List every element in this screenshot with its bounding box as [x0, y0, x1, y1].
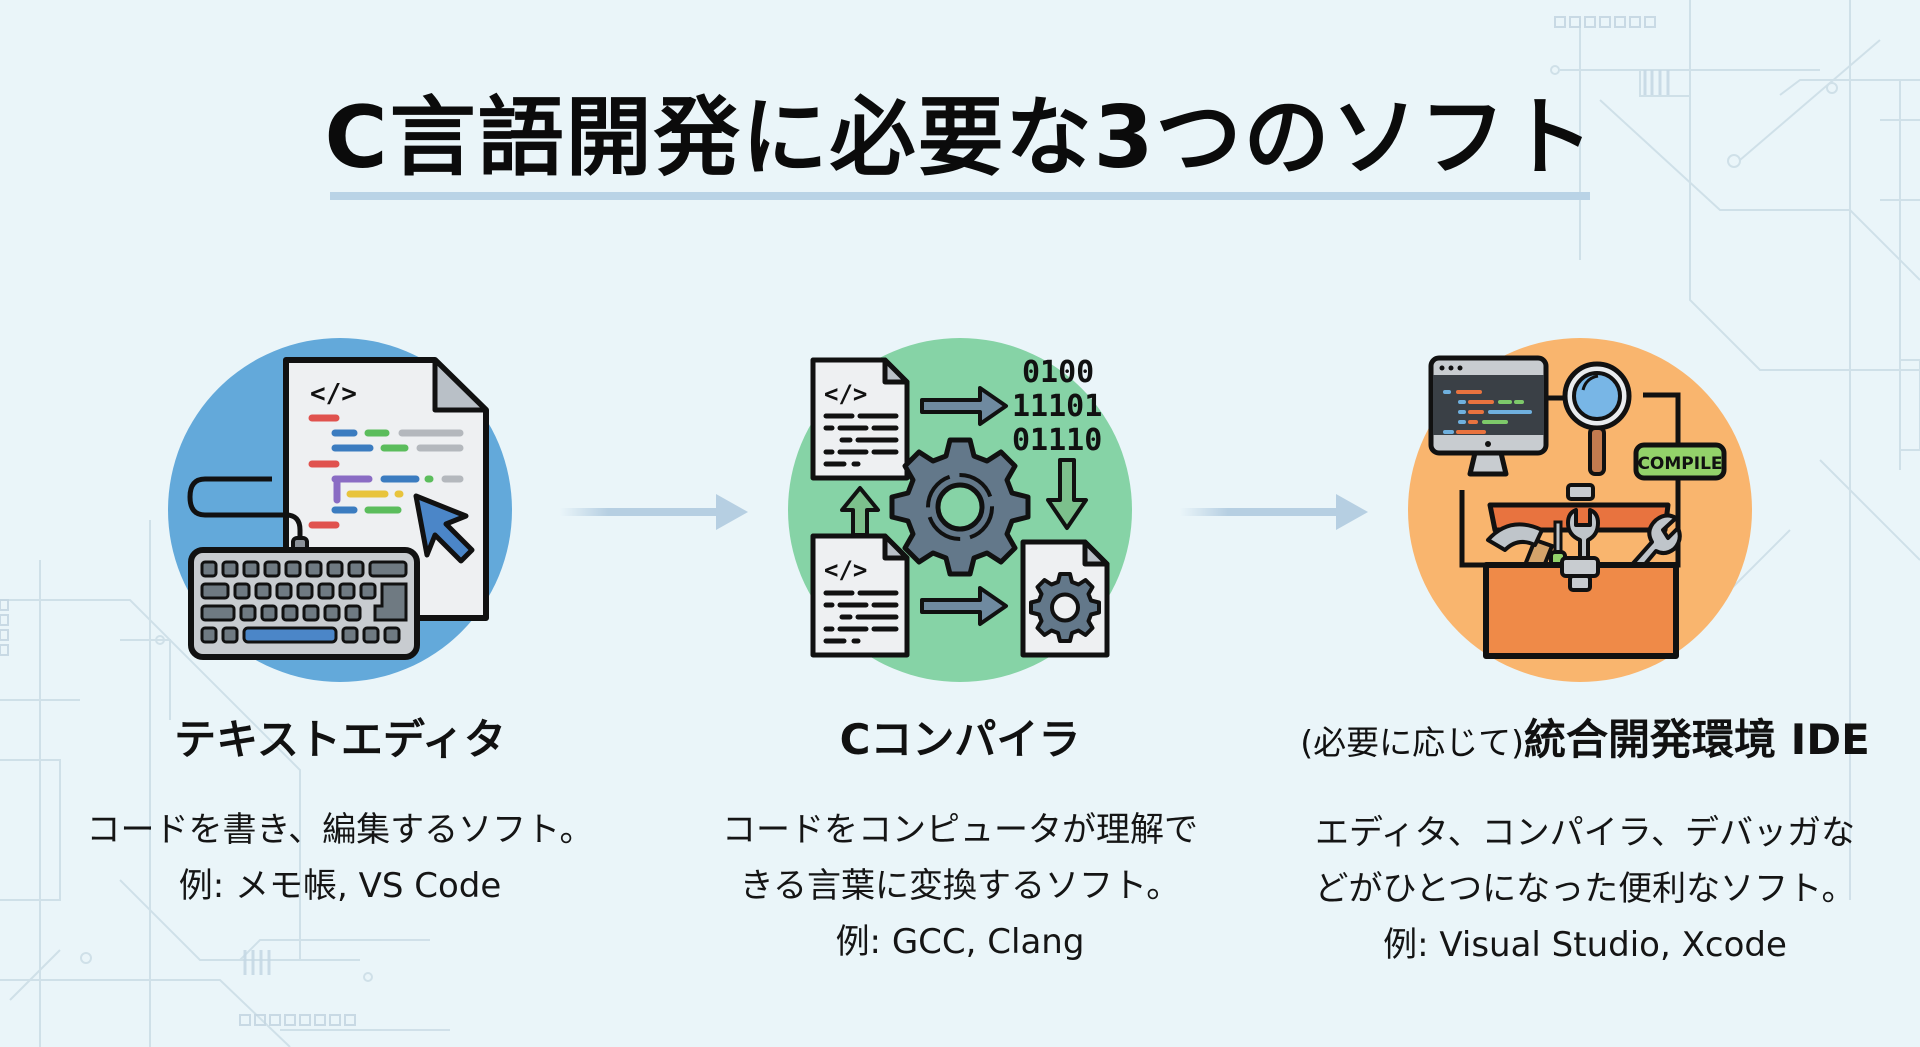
binary-text: 0100 11101 01110 [1012, 355, 1102, 458]
card-ide: (必要に応じて)統合開発環境 IDE エディタ、コンパイラ、デバッガな どがひと… [1270, 710, 1900, 973]
card-title: Cコンパイラ [839, 715, 1081, 764]
card-description: コードを書き、編集するソフト。 [86, 810, 594, 850]
card-title: (必要に応じて)統合開発環境 IDE [1270, 710, 1900, 773]
card-c-compiler: Cコンパイラ コードをコンピュータが理解で きる言葉に変換するソフト。 例: G… [660, 710, 1260, 970]
compiler-icon: </> </> 0100 [788, 338, 1132, 682]
svg-text:</>: </> [824, 380, 867, 408]
card-example: 例: メモ帳, VS Code [178, 866, 502, 906]
title-underline [330, 192, 1590, 200]
card-title-prefix: (必要に応じて) [1300, 723, 1524, 762]
svg-text:01110: 01110 [1012, 423, 1102, 458]
text-editor-icon: </> [168, 338, 512, 682]
flow-arrow-icon [560, 494, 748, 530]
svg-text:11101: 11101 [1012, 389, 1102, 424]
compile-badge-text: COMPILE [1637, 454, 1722, 474]
page-title: C言語開発に必要な3つのソフト [324, 88, 1596, 188]
svg-text:</>: </> [824, 556, 867, 584]
compiler-illustration: </> </> 0100 [780, 330, 1140, 690]
card-example: 例: GCC, Clang [835, 922, 1085, 962]
ide-illustration: COMPILE [1400, 330, 1760, 690]
card-description: エディタ、コンパイラ、デバッガな どがひとつになった便利なソフト。 [1314, 813, 1856, 909]
svg-text:</>: </> [310, 379, 357, 409]
card-title-main: 統合開発環境 IDE [1523, 715, 1870, 764]
card-text-editor: テキストエディタ コードを書き、編集するソフト。 例: メモ帳, VS Code [40, 710, 640, 914]
ide-toolbox-icon: COMPILE [1408, 338, 1752, 682]
card-example: 例: Visual Studio, Xcode [1383, 925, 1787, 965]
text-editor-illustration: </> [160, 330, 520, 690]
card-description: コードをコンピュータが理解で きる言葉に変換するソフト。 [722, 810, 1198, 906]
svg-text:0100: 0100 [1022, 355, 1094, 390]
card-title: テキストエディタ [174, 715, 506, 764]
flow-arrow-icon [1180, 494, 1368, 530]
